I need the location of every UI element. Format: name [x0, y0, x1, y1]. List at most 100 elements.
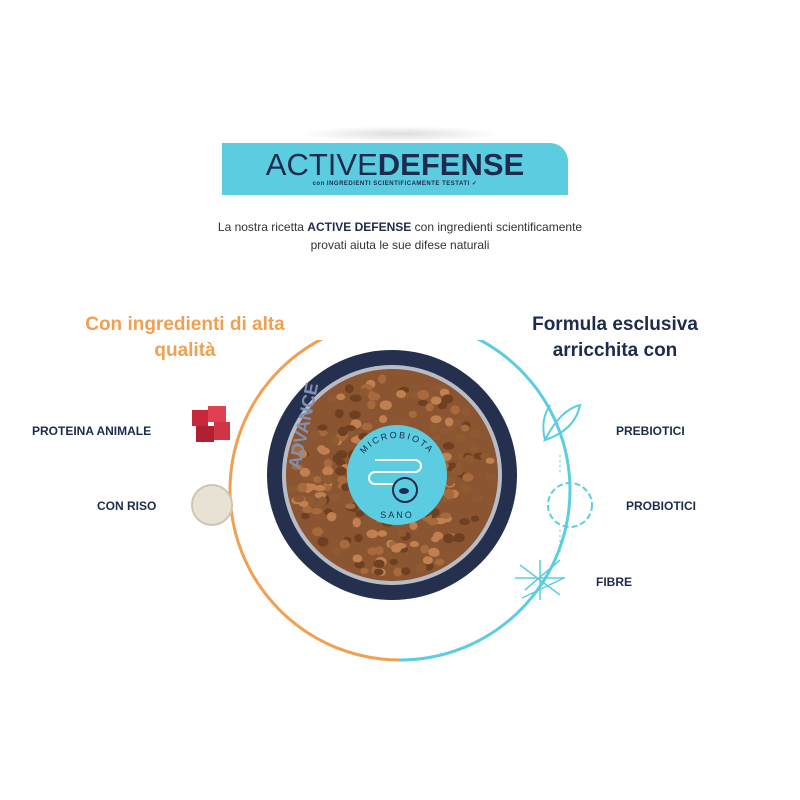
kibble-piece [329, 492, 341, 503]
kibble-piece [373, 568, 384, 576]
kibble-piece [349, 410, 361, 420]
kibble-piece [440, 512, 452, 519]
kibble-piece [442, 442, 455, 450]
kibble-piece [293, 495, 305, 503]
banner-subtitle: con INGREDIENTI SCIENTIFICAMENTE TESTATI… [312, 181, 478, 187]
kibble-piece [409, 521, 418, 530]
kibble-piece [355, 510, 365, 517]
kibble-piece [349, 394, 362, 402]
kibble-piece [360, 568, 369, 575]
label-fibre: FIBRE [596, 575, 632, 589]
badge-bottom-text: SANO [380, 510, 414, 520]
kibble-piece [341, 483, 351, 492]
kibble-piece [317, 536, 329, 547]
kibble-piece [455, 432, 467, 442]
kibble-piece [434, 558, 445, 566]
kibble-piece [458, 518, 470, 526]
kibble-piece [443, 488, 453, 499]
kibble-piece [298, 449, 308, 459]
kibble-piece [292, 454, 301, 462]
kibble-piece [430, 422, 441, 432]
kibble-piece [323, 474, 334, 485]
kibble-piece [354, 560, 365, 569]
kibble-piece [462, 473, 474, 482]
kibble-piece [428, 547, 440, 557]
kibble-piece [302, 505, 313, 514]
kibble-piece [306, 483, 317, 491]
kibble-piece [373, 559, 385, 568]
kibble-piece [344, 424, 356, 432]
kibble-piece [485, 457, 495, 464]
left-heading: Con ingredienti di alta qualità [85, 314, 285, 361]
kibble-piece [335, 466, 347, 476]
kibble-piece [339, 539, 350, 549]
kibble-piece [288, 485, 300, 492]
kibble-piece [312, 527, 323, 536]
kibble-piece [309, 430, 321, 440]
intro-post: con ingredienti scientificamente provati… [310, 220, 583, 252]
kibble-piece [334, 409, 344, 419]
kibble-piece [367, 390, 376, 401]
kibble-piece [297, 482, 308, 493]
kibble-piece [430, 415, 442, 424]
kibble-piece [298, 500, 309, 507]
kibble-piece [408, 410, 418, 418]
kibble-piece [442, 394, 454, 404]
kibble-piece [377, 530, 387, 537]
kibble-piece [318, 496, 327, 506]
kibble-piece [330, 435, 340, 446]
kibble-piece [401, 567, 411, 576]
kibble-piece [469, 429, 481, 439]
leaf-icon [542, 403, 582, 442]
kibble-piece [431, 535, 440, 543]
kibble-piece [291, 463, 304, 470]
kibble-piece [417, 399, 428, 407]
kibble-piece [314, 484, 326, 492]
banner-title: ACTIVEDEFENSE [222, 147, 568, 183]
label-con-riso: CON RISO [97, 499, 157, 513]
kibble-piece [450, 405, 460, 415]
kibble-piece [379, 415, 388, 424]
kibble-piece [464, 454, 474, 464]
kibble-piece [380, 400, 392, 410]
kibble-piece [460, 424, 470, 432]
kibble-piece [453, 533, 465, 543]
kibble-piece [310, 508, 323, 515]
kibble-piece [331, 547, 343, 555]
label-prebiotici: PREBIOTICI [616, 424, 685, 438]
right-heading: Formula esclusiva arricchita con [532, 314, 698, 361]
intro-text: La nostra ricetta ACTIVE DEFENSE con ing… [200, 218, 600, 254]
intestine-icon [368, 459, 422, 485]
kibble-piece [461, 406, 471, 417]
kibble-piece [367, 547, 378, 556]
meat-icon [192, 406, 230, 442]
kibble-piece [432, 433, 442, 441]
kibble-piece [300, 512, 310, 520]
kibble-piece [322, 466, 334, 476]
kibble-piece [336, 393, 346, 401]
kibble-piece [409, 541, 420, 548]
kibble-piece [417, 389, 429, 400]
microbiota-badge [347, 425, 447, 525]
kibble-piece [470, 515, 480, 522]
kibble-piece [378, 374, 387, 384]
banner-shadow [300, 126, 500, 142]
kibble-piece [313, 476, 322, 483]
kibble-piece [470, 444, 479, 452]
kibble-piece [394, 542, 407, 549]
kibble-piece [445, 478, 455, 487]
kibble-piece [337, 475, 347, 484]
title-bold: DEFENSE [377, 147, 525, 182]
kibble-piece [317, 424, 328, 431]
kibble-piece [389, 558, 398, 565]
kibble-piece [367, 400, 376, 410]
kibble-piece [393, 567, 403, 577]
kibble-piece [422, 556, 433, 565]
kibble-piece [336, 450, 348, 460]
kibble-piece [327, 394, 337, 404]
intro-pre: La nostra ricetta [217, 220, 308, 234]
kibble-piece [345, 503, 356, 510]
kibble-piece [443, 533, 454, 544]
